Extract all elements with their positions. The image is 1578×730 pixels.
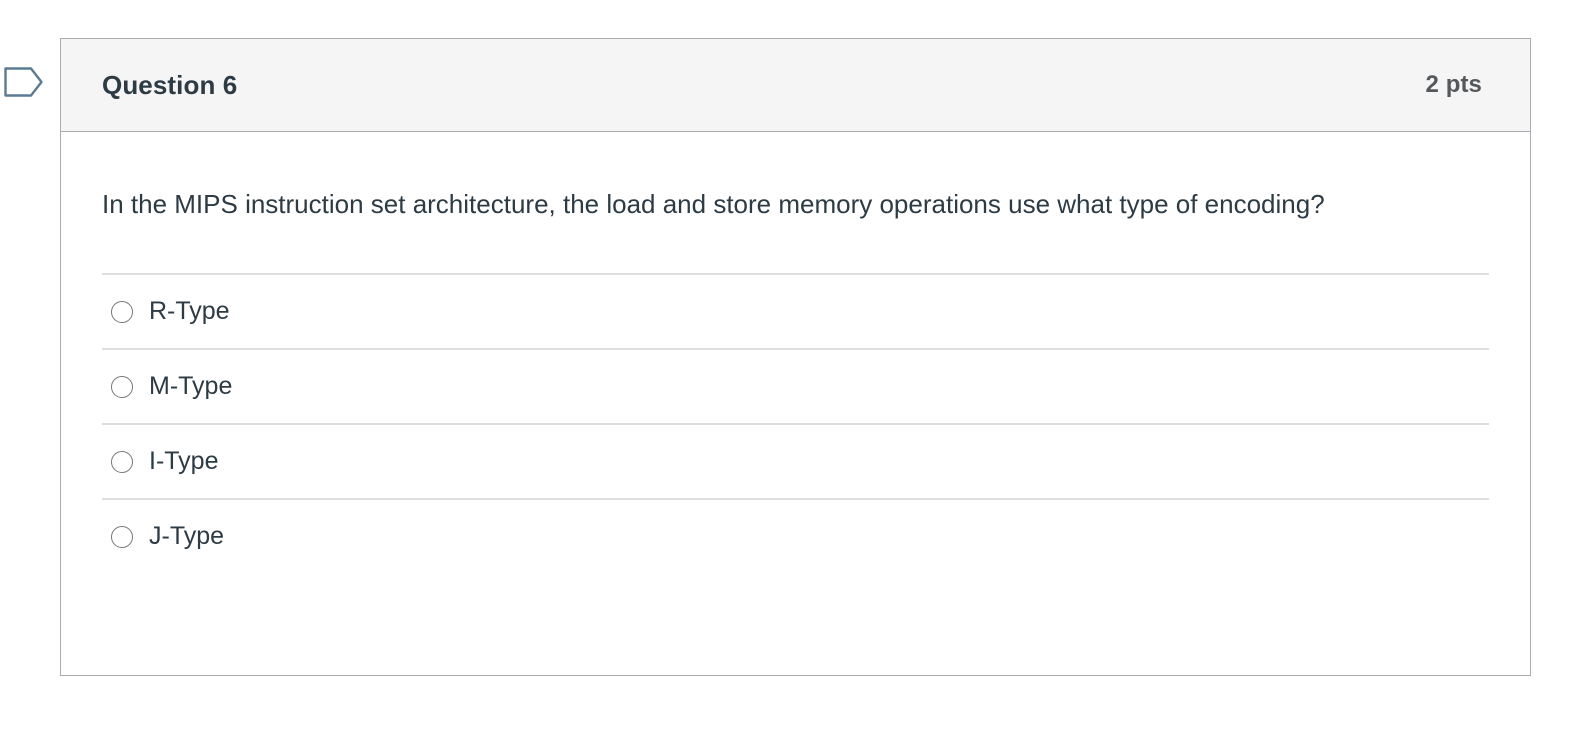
radio-button-icon[interactable]	[111, 300, 133, 323]
answer-option-i-type[interactable]: I-Type	[102, 423, 1489, 498]
answer-option-label: J-Type	[149, 522, 225, 550]
question-body: In the MIPS instruction set architecture…	[61, 132, 1530, 573]
question-title: Question 6	[102, 69, 238, 100]
answer-option-m-type[interactable]: M-Type	[102, 348, 1489, 423]
answer-option-r-type[interactable]: R-Type	[102, 273, 1489, 348]
radio-button-icon[interactable]	[111, 525, 133, 548]
radio-button-icon[interactable]	[111, 450, 133, 473]
answer-options-list: R-Type M-Type I-Type J-Type	[102, 273, 1489, 573]
question-points: 2 pts	[1425, 71, 1482, 98]
question-header: Question 6 2 pts	[61, 39, 1530, 132]
answer-option-j-type[interactable]: J-Type	[102, 498, 1489, 573]
question-text: In the MIPS instruction set architecture…	[102, 189, 1325, 219]
question-card: Question 6 2 pts In the MIPS instruction…	[60, 38, 1531, 676]
radio-button-icon[interactable]	[111, 375, 133, 398]
answer-option-label: R-Type	[149, 297, 230, 325]
answer-option-label: I-Type	[149, 447, 219, 475]
answer-option-label: M-Type	[149, 372, 233, 400]
flag-bookmark-icon[interactable]	[4, 66, 44, 98]
